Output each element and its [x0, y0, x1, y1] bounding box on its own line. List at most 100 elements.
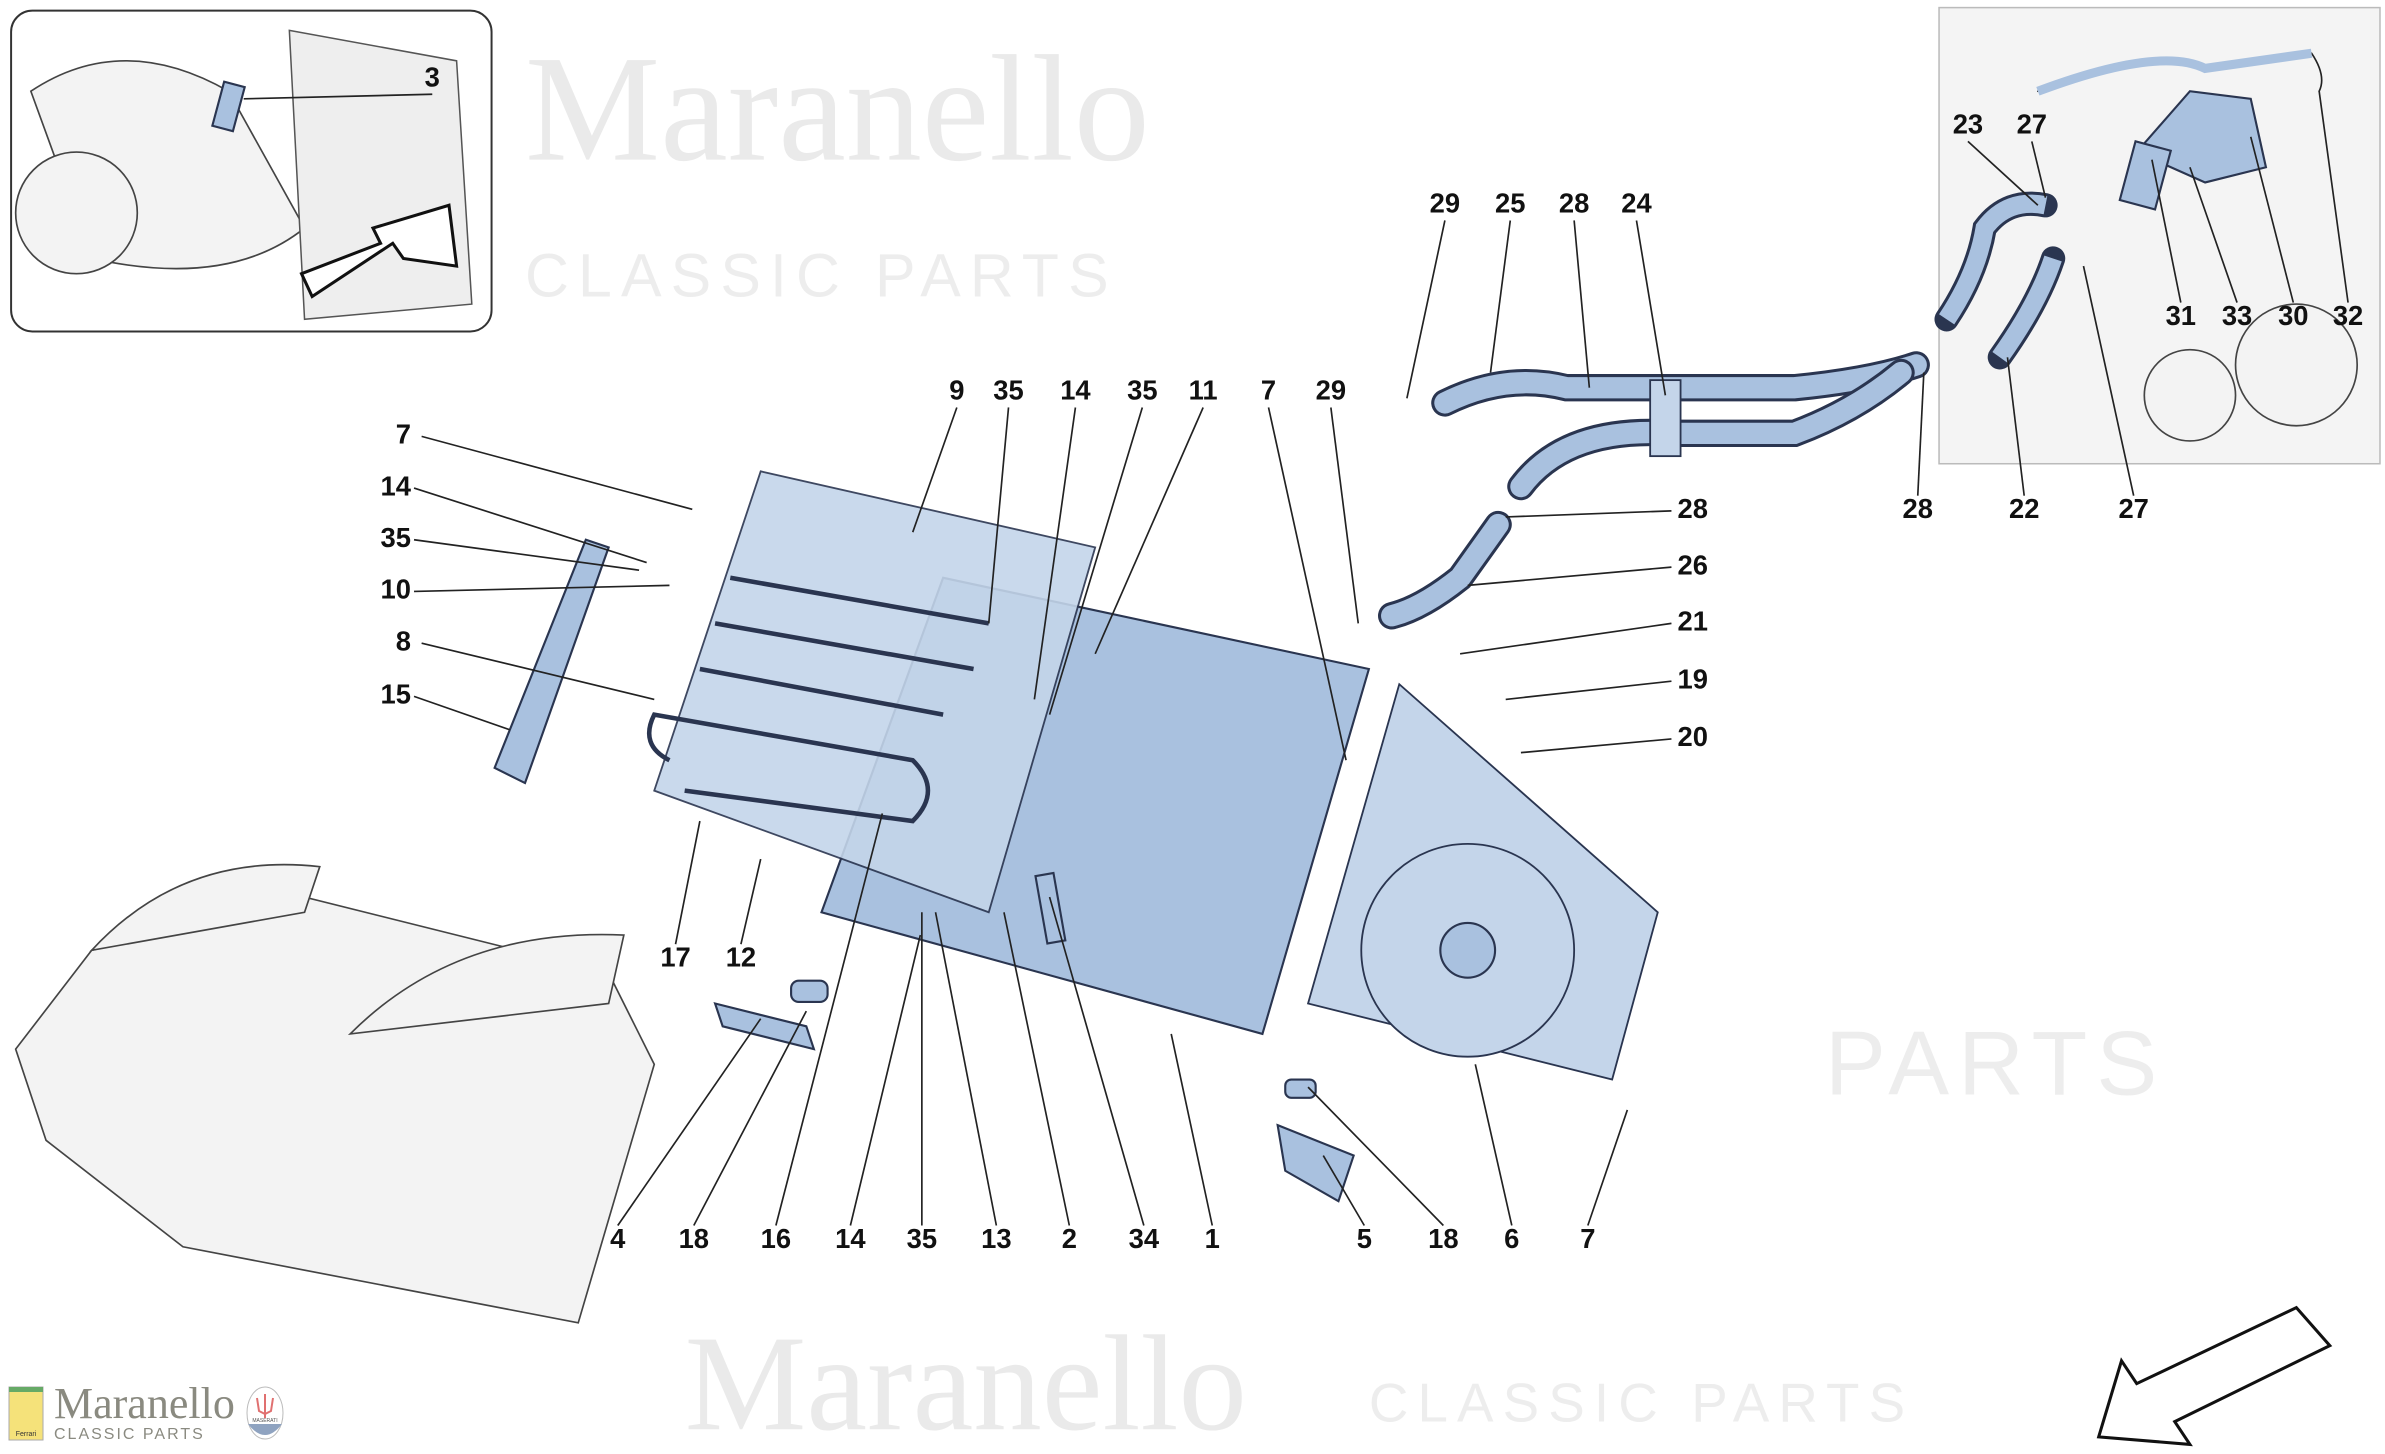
- callout-16[interactable]: 16: [761, 813, 884, 1254]
- leader-line: [1322, 1155, 1366, 1226]
- callout-15[interactable]: 15: [381, 679, 511, 731]
- callout-number[interactable]: 29: [1316, 375, 1346, 406]
- callout-28[interactable]: 28: [1505, 493, 1708, 524]
- callout-number[interactable]: 18: [1428, 1223, 1458, 1254]
- callout-4[interactable]: 4: [610, 1018, 762, 1254]
- callout-number[interactable]: 35: [907, 1223, 937, 1254]
- callout-18[interactable]: 18: [1307, 1086, 1459, 1254]
- callout-26[interactable]: 26: [1467, 549, 1708, 587]
- callout-number[interactable]: 7: [1580, 1223, 1595, 1254]
- callout-number[interactable]: 27: [2118, 493, 2148, 524]
- callout-7[interactable]: 7: [1261, 375, 1347, 761]
- callout-number[interactable]: 5: [1357, 1223, 1372, 1254]
- callout-28[interactable]: 28: [1903, 372, 1933, 525]
- callout-number[interactable]: 28: [1903, 493, 1933, 524]
- callout-5[interactable]: 5: [1322, 1155, 1372, 1254]
- callout-11[interactable]: 11: [1094, 375, 1218, 655]
- callout-7[interactable]: 7: [396, 419, 693, 511]
- callout-20[interactable]: 20: [1520, 721, 1708, 754]
- callout-1[interactable]: 1: [1170, 1033, 1220, 1254]
- callout-27[interactable]: 27: [2017, 108, 2047, 198]
- callout-number[interactable]: 35: [993, 375, 1023, 406]
- callout-number[interactable]: 18: [679, 1223, 709, 1254]
- callout-number[interactable]: 19: [1678, 663, 1708, 694]
- callout-10[interactable]: 10: [381, 574, 670, 605]
- callout-31[interactable]: 31: [2151, 159, 2196, 331]
- callout-27[interactable]: 27: [2082, 265, 2149, 524]
- callout-14[interactable]: 14: [381, 470, 647, 564]
- callout-number[interactable]: 14: [381, 470, 412, 501]
- callout-12[interactable]: 12: [726, 858, 762, 973]
- callout-32[interactable]: 32: [2318, 91, 2363, 331]
- callout-number[interactable]: 8: [396, 625, 411, 656]
- callout-number[interactable]: 7: [1261, 375, 1276, 406]
- callout-number[interactable]: 29: [1430, 187, 1460, 218]
- callout-number[interactable]: 28: [1559, 187, 1589, 218]
- callout-number[interactable]: 35: [381, 522, 411, 553]
- callout-number[interactable]: 11: [1189, 375, 1218, 406]
- callout-number[interactable]: 35: [1127, 375, 1157, 406]
- callout-number[interactable]: 21: [1678, 606, 1708, 637]
- callout-14[interactable]: 14: [1033, 375, 1091, 700]
- callout-22[interactable]: 22: [2006, 357, 2039, 524]
- callout-25[interactable]: 25: [1489, 187, 1526, 373]
- callout-29[interactable]: 29: [1406, 187, 1460, 399]
- callout-14[interactable]: 14: [835, 934, 922, 1254]
- leader-line: [2249, 136, 2295, 303]
- callout-number[interactable]: 22: [2009, 493, 2039, 524]
- callout-number[interactable]: 25: [1495, 187, 1525, 218]
- callout-28[interactable]: 28: [1559, 187, 1591, 388]
- callout-number[interactable]: 14: [1060, 375, 1091, 406]
- callout-number[interactable]: 10: [381, 574, 411, 605]
- callout-29[interactable]: 29: [1316, 375, 1360, 624]
- callout-number[interactable]: 32: [2333, 300, 2363, 331]
- callout-18[interactable]: 18: [679, 1010, 808, 1254]
- callout-number[interactable]: 27: [2017, 108, 2047, 139]
- callout-35[interactable]: 35: [1048, 375, 1158, 715]
- callout-2[interactable]: 2: [1003, 912, 1077, 1254]
- callout-number[interactable]: 34: [1129, 1223, 1160, 1254]
- callout-number[interactable]: 9: [949, 375, 964, 406]
- callout-number[interactable]: 7: [396, 419, 411, 450]
- callout-number[interactable]: 15: [381, 679, 411, 710]
- leader-line: [1267, 407, 1347, 761]
- callout-number[interactable]: 6: [1504, 1223, 1519, 1254]
- callout-number[interactable]: 30: [2278, 300, 2308, 331]
- callout-number[interactable]: 24: [1621, 187, 1652, 218]
- callout-number[interactable]: 13: [981, 1223, 1011, 1254]
- maserati-badge-icon: MASERATI: [246, 1386, 284, 1439]
- leader-line: [987, 407, 1010, 624]
- callout-23[interactable]: 23: [1953, 108, 2039, 206]
- callout-number[interactable]: 20: [1678, 721, 1708, 752]
- callout-number[interactable]: 17: [660, 942, 690, 973]
- callout-number[interactable]: 31: [2166, 300, 2196, 331]
- callout-number[interactable]: 2: [1062, 1223, 1077, 1254]
- callout-34[interactable]: 34: [1048, 896, 1160, 1254]
- callout-35[interactable]: 35: [907, 912, 937, 1254]
- callout-13[interactable]: 13: [934, 912, 1012, 1254]
- callout-number[interactable]: 12: [726, 942, 756, 973]
- callout-24[interactable]: 24: [1621, 187, 1667, 396]
- callout-8[interactable]: 8: [396, 625, 655, 701]
- callout-21[interactable]: 21: [1459, 606, 1708, 655]
- callout-number[interactable]: 16: [761, 1223, 791, 1254]
- leader-line: [1033, 407, 1077, 700]
- callout-30[interactable]: 30: [2249, 136, 2309, 331]
- callout-number[interactable]: 26: [1678, 549, 1708, 580]
- callout-33[interactable]: 33: [2189, 166, 2252, 331]
- callout-17[interactable]: 17: [660, 820, 701, 973]
- callout-3[interactable]: 3: [243, 61, 440, 100]
- callout-number[interactable]: 33: [2222, 300, 2252, 331]
- callout-number[interactable]: 3: [425, 61, 440, 92]
- callout-number[interactable]: 28: [1678, 493, 1708, 524]
- callout-35[interactable]: 35: [381, 522, 640, 572]
- callout-number[interactable]: 4: [610, 1223, 626, 1254]
- callout-9[interactable]: 9: [911, 375, 965, 533]
- callout-number[interactable]: 14: [835, 1223, 866, 1254]
- callout-19[interactable]: 19: [1505, 663, 1708, 701]
- callout-6[interactable]: 6: [1474, 1064, 1519, 1254]
- callout-35[interactable]: 35: [987, 375, 1024, 624]
- callout-number[interactable]: 1: [1205, 1223, 1220, 1254]
- callout-number[interactable]: 23: [1953, 108, 1983, 139]
- callout-7[interactable]: 7: [1580, 1109, 1629, 1254]
